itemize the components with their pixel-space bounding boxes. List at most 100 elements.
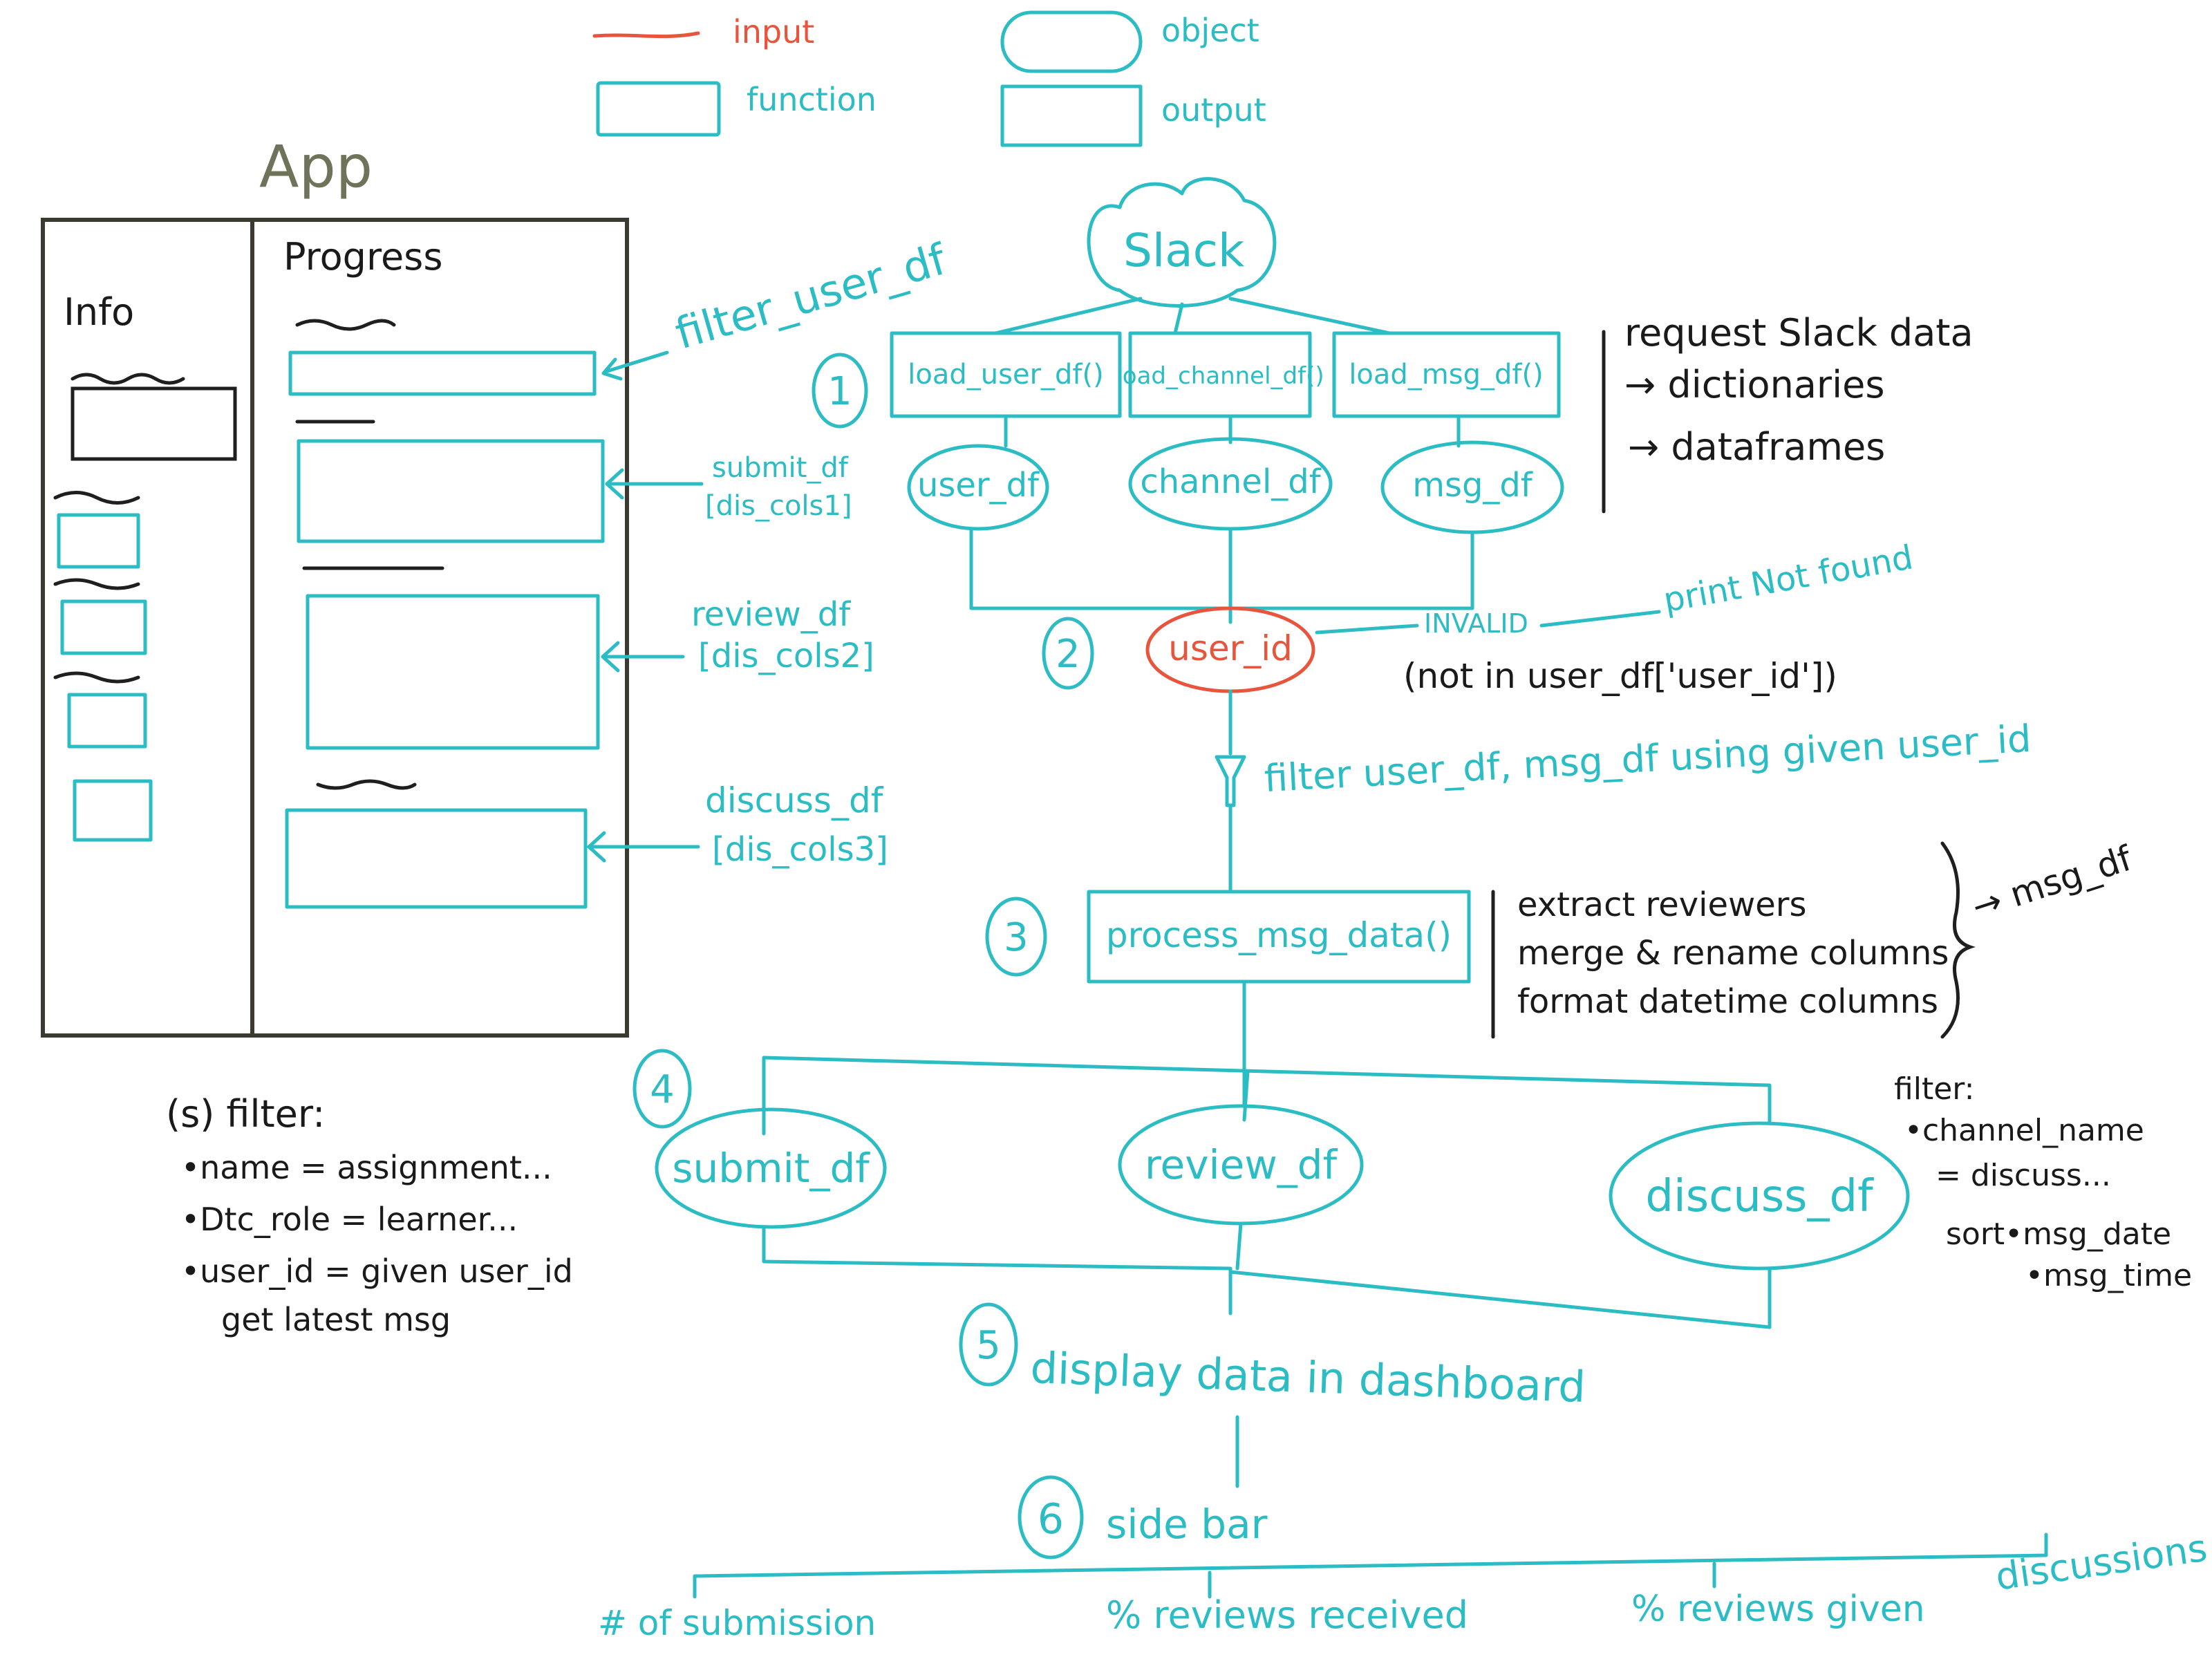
loader-msg-label: load_msg_df() bbox=[1349, 359, 1543, 391]
arrowhead-submit bbox=[605, 468, 624, 500]
process-output: → msg_df bbox=[1967, 838, 2137, 927]
process-box bbox=[1087, 890, 1471, 984]
legend-output-swatch bbox=[1000, 84, 1143, 147]
funnel-icon bbox=[1215, 755, 1246, 807]
info-input-box bbox=[71, 386, 237, 461]
step-1-label: 1 bbox=[827, 369, 852, 414]
step-1-circle bbox=[812, 353, 868, 429]
display-stage: display data in dashboard bbox=[762, 1221, 1772, 1488]
input-stage: user_id INVALID print Not found (not in … bbox=[969, 529, 2032, 894]
invalid-line bbox=[1315, 624, 1419, 635]
sidebar-item-discussions: discussions bbox=[1993, 1526, 2210, 1599]
discuss-filter-5: •msg_time bbox=[2025, 1258, 2192, 1293]
app-annotations: filter_user_df submit_df [dis_cols1] rev… bbox=[587, 234, 953, 869]
label-submit-df: submit_df bbox=[712, 452, 849, 484]
info-squiggle-4 bbox=[53, 671, 140, 684]
legend: input function object output bbox=[592, 10, 1266, 147]
step-4-circle bbox=[632, 1049, 692, 1129]
info-squiggle bbox=[71, 373, 185, 385]
label-submit-cols: [dis_cols1] bbox=[705, 490, 852, 522]
discuss-filter-2: •channel_name bbox=[1904, 1113, 2144, 1148]
app-progress-label: Progress bbox=[283, 235, 442, 279]
process-note-1: extract reviewers bbox=[1517, 885, 1807, 924]
step-5-circle bbox=[959, 1302, 1018, 1387]
process-note-brace bbox=[1940, 841, 1976, 1039]
invalid-label: INVALID bbox=[1424, 608, 1528, 639]
step-2-circle bbox=[1042, 617, 1094, 690]
sidebar-metric-1 bbox=[57, 513, 140, 569]
label-discuss-df: discuss_df bbox=[705, 780, 884, 821]
step-markers: 1 2 3 4 5 6 bbox=[632, 353, 1094, 1559]
legend-function-label: function bbox=[747, 81, 877, 118]
submit-filter-1: (s) filter: bbox=[166, 1092, 325, 1136]
progress-squiggle-2 bbox=[316, 779, 417, 790]
object-review-df-label: review_df bbox=[1145, 1141, 1338, 1188]
discuss-filter-3: = discuss... bbox=[1936, 1158, 2111, 1193]
app-info-label: Info bbox=[64, 290, 134, 334]
object-discuss-df bbox=[1609, 1121, 1910, 1271]
legend-input-label: input bbox=[733, 13, 814, 50]
object-submit-df bbox=[655, 1107, 887, 1229]
request-note-1: request Slack data bbox=[1624, 311, 1974, 355]
legend-object-swatch bbox=[1000, 10, 1143, 73]
arrow-filter-user bbox=[603, 350, 669, 374]
step-6-circle bbox=[1018, 1475, 1084, 1559]
slack-label: Slack bbox=[1123, 224, 1245, 277]
review-table-box bbox=[306, 594, 600, 750]
label-review-df: review_df bbox=[691, 595, 851, 634]
step-3-circle bbox=[985, 897, 1047, 977]
merge-to-display bbox=[762, 1221, 1772, 1329]
process-label: process_msg_data() bbox=[1106, 915, 1452, 955]
object-channel-df-label: channel_df bbox=[1140, 462, 1321, 501]
step-3-label: 3 bbox=[1004, 915, 1029, 960]
label-filter-user-df: filter_user_df bbox=[670, 234, 953, 359]
slack-cloud bbox=[1087, 177, 1277, 308]
sidebar-branches bbox=[693, 1533, 2048, 1599]
object-user-df bbox=[907, 444, 1049, 531]
legend-object-label: object bbox=[1161, 12, 1259, 49]
slack-connectors bbox=[993, 297, 1391, 335]
sidebar-label: side bar bbox=[1106, 1501, 1268, 1548]
submit-filter-3: •Dtc_role = learner... bbox=[181, 1201, 518, 1238]
load-stage: Slack load_user_df() load_channel_df() l… bbox=[890, 177, 1974, 534]
submit-filter-4: •user_id = given user_id bbox=[181, 1253, 573, 1290]
app-title: App bbox=[259, 133, 373, 200]
sidebar-metric-4 bbox=[73, 779, 153, 842]
loader-channel-box bbox=[1128, 331, 1312, 418]
filter-step-label: filter user_df, msg_df using given user_… bbox=[1263, 717, 2032, 800]
request-note-2: → dictionaries bbox=[1624, 363, 1884, 406]
discuss-table-box bbox=[285, 808, 588, 909]
object-user-df-label: user_df bbox=[917, 466, 1040, 505]
object-submit-df-label: submit_df bbox=[672, 1145, 870, 1192]
discuss-filter-1: filter: bbox=[1894, 1071, 1974, 1107]
discuss-filter-4: sort•msg_date bbox=[1946, 1217, 2171, 1252]
legend-function-swatch bbox=[596, 81, 721, 137]
split-connector bbox=[762, 1056, 1772, 1136]
sidebar-metric-3 bbox=[67, 693, 147, 749]
process-stage: process_msg_data() extract reviewers mer… bbox=[1087, 838, 2137, 1108]
step-2-label: 2 bbox=[1056, 632, 1080, 677]
progress-squiggle bbox=[295, 319, 396, 331]
submit-filter-2: •name = assignment... bbox=[181, 1149, 552, 1186]
arrowhead-filter-user bbox=[601, 357, 623, 381]
sidebar-item-reviews-given: % reviews given bbox=[1631, 1588, 1925, 1630]
submit-filter-5: get latest msg bbox=[221, 1301, 451, 1338]
progress-bar-user bbox=[288, 350, 597, 396]
sidebar-item-submissions: # of submission bbox=[598, 1603, 876, 1643]
object-discuss-df-label: discuss_df bbox=[1645, 1171, 1874, 1222]
info-squiggle-3 bbox=[53, 578, 140, 590]
step-6-label: 6 bbox=[1038, 1495, 1064, 1544]
process-note-2: merge & rename columns bbox=[1517, 934, 1949, 973]
loader-user-label: load_user_df() bbox=[908, 359, 1103, 391]
loader-channel-label: load_channel_df() bbox=[1116, 362, 1324, 390]
sidebar-item-reviews-received: % reviews received bbox=[1106, 1593, 1468, 1637]
not-in-note: (not in user_df['user_id']) bbox=[1403, 656, 1837, 696]
submit-table-box bbox=[297, 439, 605, 543]
info-squiggle-2 bbox=[53, 491, 140, 505]
sidebar-stage: side bar # of submission % reviews recei… bbox=[598, 1501, 2210, 1643]
display-label: display data in dashboard bbox=[1029, 1342, 1586, 1412]
legend-input-swatch bbox=[592, 31, 700, 39]
process-note-3: format datetime columns bbox=[1517, 982, 1938, 1021]
step-5-label: 5 bbox=[976, 1323, 1001, 1368]
